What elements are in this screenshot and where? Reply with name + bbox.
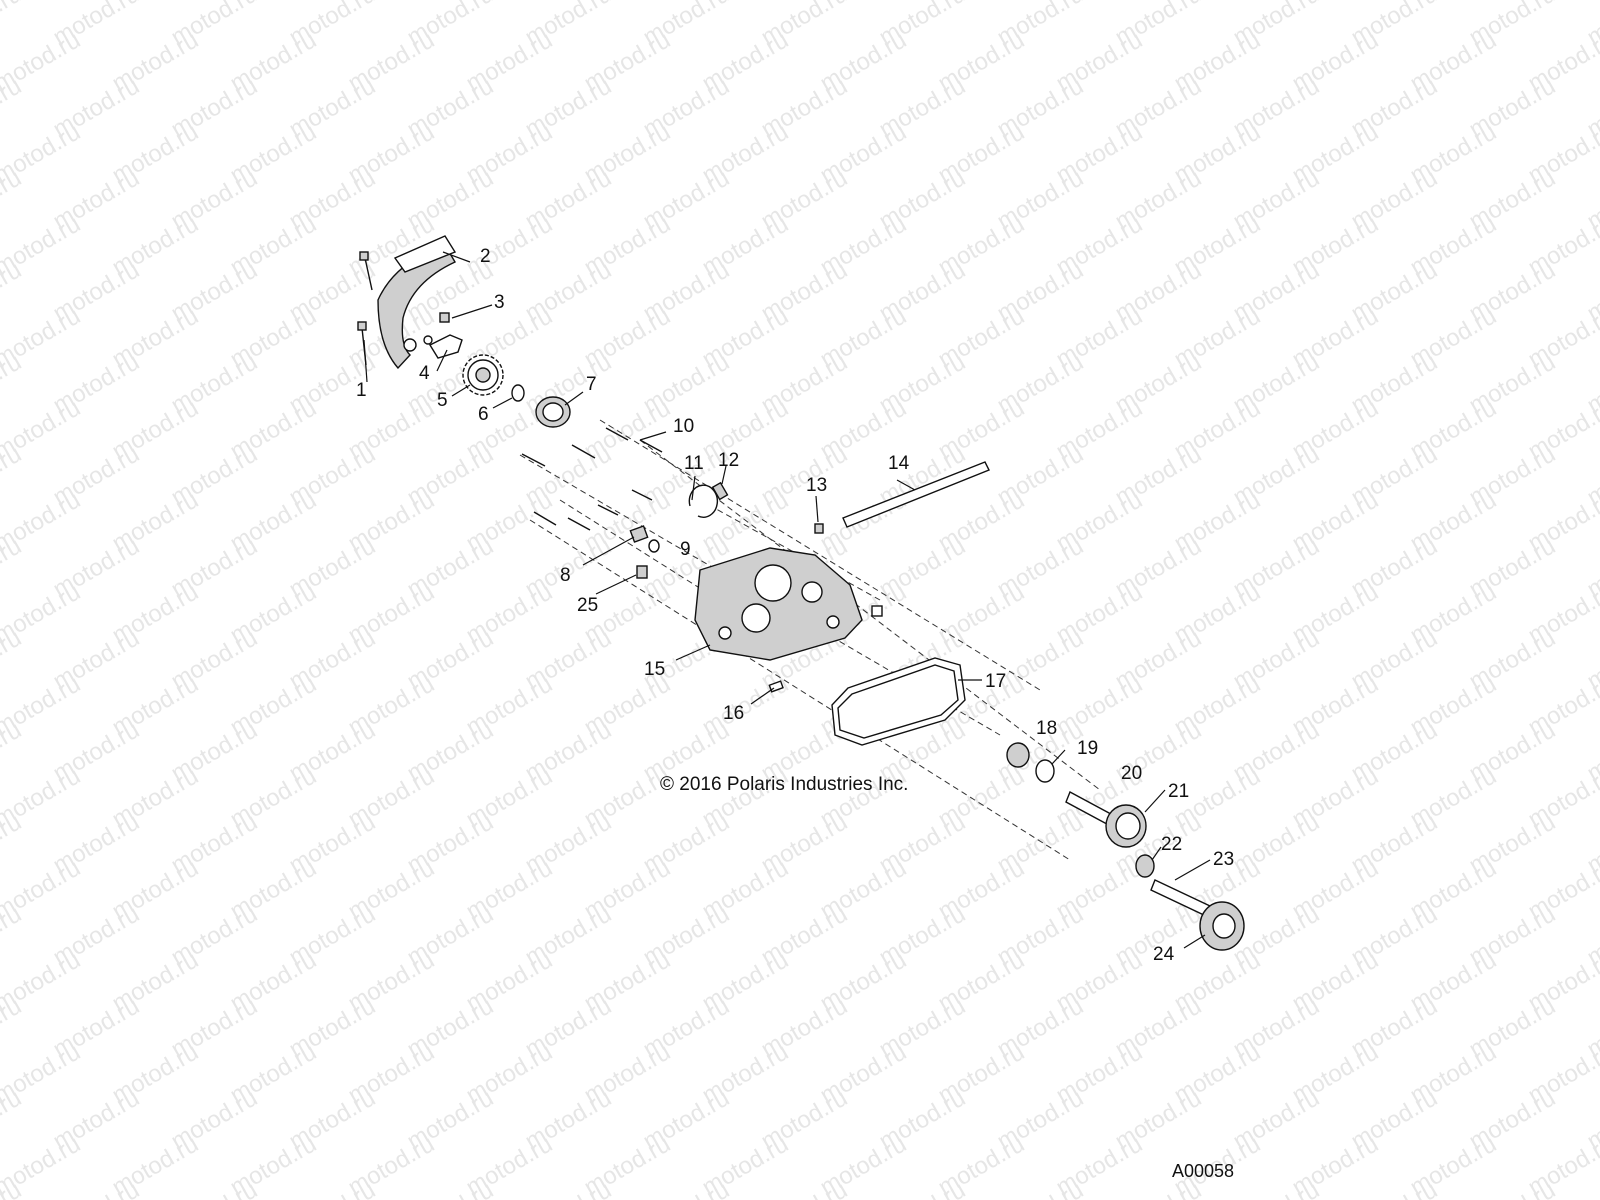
callout-14: 14 <box>888 453 910 474</box>
part-6-o-ring <box>511 384 525 402</box>
copyright-notice: © 2016 Polaris Industries Inc. <box>660 774 908 795</box>
part-24-gear <box>1199 901 1245 951</box>
callout-25: 25 <box>577 595 598 616</box>
watermark-text: motod.ru <box>875 1176 971 1200</box>
watermark-text: motod.ru <box>1347 1176 1443 1200</box>
callout-22: 22 <box>1161 834 1182 855</box>
callout-10: 10 <box>673 416 694 437</box>
callout-11: 11 <box>684 453 704 474</box>
leader-lines <box>363 251 1211 949</box>
callout-19: 19 <box>1077 738 1098 759</box>
drawing-code: A00058 <box>1172 1161 1234 1181</box>
callout-17: 17 <box>985 671 1006 692</box>
watermark-text: motod.ru <box>1229 1176 1325 1200</box>
watermark-text: motod.ru <box>521 1176 617 1200</box>
watermark-text: motod.ru <box>49 1176 145 1200</box>
watermark-text: motod.ru <box>403 1176 499 1200</box>
part-2-chain-guard <box>377 235 457 370</box>
part-8-valve <box>629 525 649 543</box>
part-10-bolts <box>521 427 663 531</box>
part-3-screw <box>439 312 450 323</box>
part-22-bearing <box>1135 854 1155 878</box>
part-15-gearcase-housing <box>694 547 863 661</box>
watermark-text: motod.ru <box>285 1176 381 1200</box>
part-19-seal <box>1035 759 1055 783</box>
callout-24: 24 <box>1153 944 1175 965</box>
part-25-drain-plug <box>636 565 648 579</box>
callout-18: 18 <box>1036 718 1057 739</box>
callout-8: 8 <box>560 565 571 586</box>
watermark-text: motod.ru <box>167 1176 263 1200</box>
callout-5: 5 <box>437 390 448 411</box>
part-14-shaft <box>842 461 990 528</box>
watermark-text: motod.ru <box>0 0 26 51</box>
part-9-o-ring <box>648 539 660 553</box>
callout-16: 16 <box>723 703 744 724</box>
callout-6: 6 <box>478 404 489 425</box>
part-4-tensioner <box>423 334 463 359</box>
callout-7: 7 <box>586 374 597 395</box>
part-17-gasket <box>831 657 966 746</box>
watermark-text: motod.ru <box>757 1176 853 1200</box>
callout-4: 4 <box>419 363 430 384</box>
watermark-text: motod.ru <box>993 1176 1089 1200</box>
part-12-plug <box>711 481 729 501</box>
callout-15: 15 <box>644 659 665 680</box>
callout-12: 12 <box>718 450 739 471</box>
housing-dowel <box>871 605 883 617</box>
callout-13: 13 <box>806 475 827 496</box>
part-18-bearing <box>1006 742 1030 768</box>
callout-21: 21 <box>1168 781 1189 802</box>
part-21-gear <box>1105 804 1147 848</box>
part-13-fitting <box>814 523 824 534</box>
callout-20: 20 <box>1121 763 1142 784</box>
callout-3: 3 <box>494 292 505 313</box>
part-7-bearing <box>535 396 571 428</box>
part-5-sprocket <box>462 354 504 396</box>
callout-labels: 1 2 3 4 5 6 7 8 9 10 11 12 13 14 15 16 1… <box>356 246 1234 965</box>
callout-23: 23 <box>1213 849 1234 870</box>
watermark-text: motod.ru <box>1465 1176 1561 1200</box>
callout-9: 9 <box>680 539 691 560</box>
watermark-text: motod.ru <box>1583 1176 1600 1200</box>
watermark-text: motod.ru <box>639 1176 735 1200</box>
callout-1: 1 <box>356 380 367 401</box>
callout-2: 2 <box>480 246 491 267</box>
